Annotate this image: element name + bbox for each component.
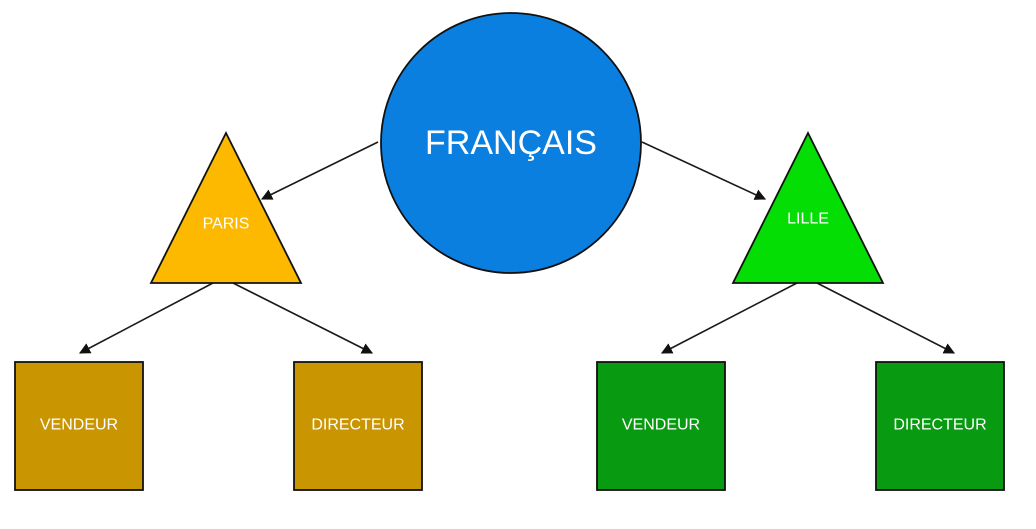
edge-lille-to-directeur	[816, 282, 955, 354]
role-node-paris-vendeur: VENDEUR	[14, 361, 144, 491]
paris-vendeur-box	[14, 361, 144, 491]
root-label: FRANÇAIS	[425, 124, 597, 162]
role-node-paris-directeur: DIRECTEUR	[293, 361, 423, 491]
edges	[79, 141, 955, 354]
edge-paris-to-directeur	[232, 282, 374, 354]
paris-label: PARIS	[203, 216, 250, 233]
lille-vendeur-label: VENDEUR	[622, 417, 700, 434]
edge-root-to-paris	[260, 141, 379, 200]
root-circle	[380, 12, 642, 274]
city-node-lille: LILLE	[731, 130, 885, 284]
lille-label: LILLE	[787, 211, 829, 228]
paris-triangle	[149, 130, 303, 284]
lille-vendeur-box	[596, 361, 726, 491]
lille-triangle	[731, 130, 885, 284]
root-node: FRANÇAIS	[380, 12, 642, 274]
city-node-paris: PARIS	[149, 130, 303, 284]
paris-directeur-label: DIRECTEUR	[311, 417, 404, 434]
paris-vendeur-label: VENDEUR	[40, 417, 118, 434]
edge-paris-to-vendeur	[79, 282, 214, 354]
role-node-lille-directeur: DIRECTEUR	[875, 361, 1005, 491]
edge-lille-to-vendeur	[661, 282, 798, 354]
paris-directeur-box	[293, 361, 423, 491]
lille-directeur-label: DIRECTEUR	[893, 417, 986, 434]
role-node-lille-vendeur: VENDEUR	[596, 361, 726, 491]
lille-directeur-box	[875, 361, 1005, 491]
edge-root-to-lille	[641, 141, 767, 200]
